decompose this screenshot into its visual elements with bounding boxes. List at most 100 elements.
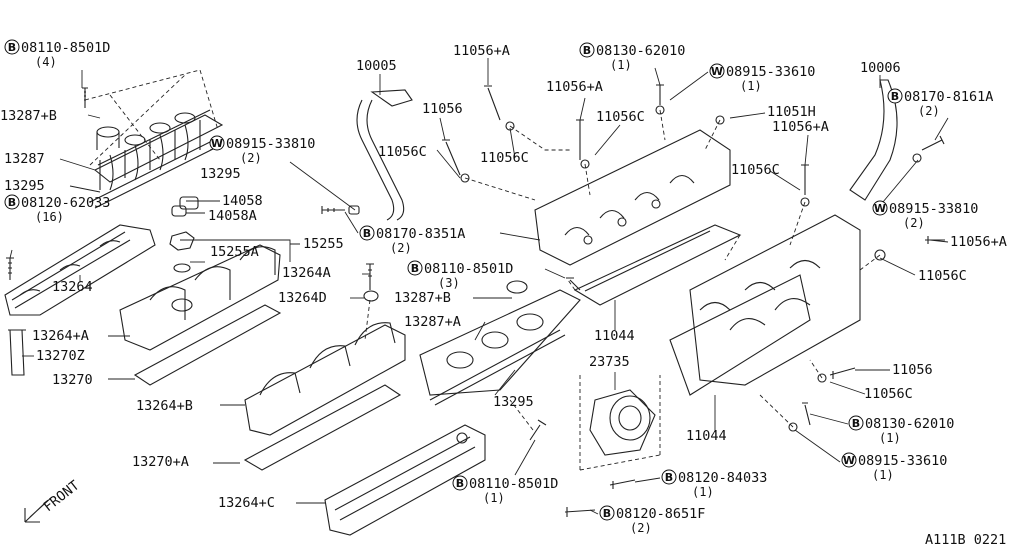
callout-l39: 11044 bbox=[594, 328, 635, 344]
diagram-code: A111B 0221 bbox=[925, 532, 1006, 548]
marker-letter: B bbox=[891, 90, 899, 103]
quantity: (1) bbox=[872, 468, 894, 482]
callout-l50: 11044 bbox=[686, 428, 727, 444]
part-number: 08915-33610 bbox=[858, 453, 947, 469]
part-number: 10006 bbox=[860, 60, 901, 76]
callout-l23: 11056 bbox=[422, 101, 463, 117]
part-number: 13287 bbox=[4, 151, 45, 167]
callout-l38: 11056C bbox=[731, 162, 780, 178]
quantity: (16) bbox=[35, 210, 64, 224]
part-number: 08915-33810 bbox=[889, 201, 978, 217]
callout-l12: 13264 bbox=[52, 279, 93, 295]
callout-l4: 13295 bbox=[4, 178, 45, 194]
callout-l18: 13264+B bbox=[136, 398, 193, 414]
part-number: 11056C bbox=[378, 144, 427, 160]
marker-letter: B bbox=[456, 477, 464, 490]
callout-l29: 13287+A bbox=[404, 314, 461, 330]
valve-cover-13264c bbox=[324, 424, 486, 536]
part-number: 13295 bbox=[200, 166, 241, 182]
bolt-marker-icon bbox=[407, 260, 423, 276]
callout-l42: B 08120-8651F(2) bbox=[599, 505, 705, 535]
marker-letter: W bbox=[843, 454, 855, 467]
marker-letter: B bbox=[852, 417, 860, 430]
marker-letter: B bbox=[411, 262, 419, 275]
intake-manifold-center bbox=[419, 280, 581, 406]
callout-l16: 13264A bbox=[282, 265, 331, 281]
part-number: 13264+B bbox=[136, 398, 193, 414]
assembly-dashes bbox=[364, 109, 881, 431]
part-number: 08170-8351A bbox=[376, 226, 465, 242]
part-number: 08110-8501D bbox=[469, 476, 558, 492]
part-number: 13270+A bbox=[132, 454, 189, 470]
callout-l22: 11056+A bbox=[453, 43, 510, 59]
part-number: 08915-33810 bbox=[226, 136, 315, 152]
bolt-marker-icon bbox=[4, 194, 20, 210]
part-number: 11056C bbox=[731, 162, 780, 178]
filler-13270z bbox=[8, 329, 26, 376]
bolt-marker-icon bbox=[579, 42, 595, 58]
callout-l8: 14058 bbox=[222, 193, 263, 209]
quantity: (1) bbox=[483, 491, 505, 505]
washer-marker-icon bbox=[841, 452, 857, 468]
quantity: (3) bbox=[438, 276, 460, 290]
part-number: 15255A bbox=[210, 244, 259, 260]
quantity: (2) bbox=[240, 151, 262, 165]
part-number: 08120-84033 bbox=[678, 470, 767, 486]
callout-l7: 13295 bbox=[200, 166, 241, 182]
part-number: 13264A bbox=[282, 265, 331, 281]
part-number: 08120-62033 bbox=[21, 195, 110, 211]
part-number: 08915-33610 bbox=[726, 64, 815, 80]
marker-letter: B bbox=[603, 507, 611, 520]
quantity: (1) bbox=[879, 431, 901, 445]
rocker-cover-left bbox=[4, 224, 156, 316]
part-number: 13287+B bbox=[394, 290, 451, 306]
part-number: 14058 bbox=[222, 193, 263, 209]
bolt-marker-icon bbox=[4, 39, 20, 55]
part-drawings bbox=[4, 69, 945, 536]
quantity: (4) bbox=[35, 55, 57, 69]
part-number: 13264+A bbox=[32, 328, 89, 344]
callout-l48: 11056 bbox=[892, 362, 933, 378]
marker-letter: B bbox=[8, 196, 16, 209]
callout-l37: 11056+A bbox=[772, 119, 829, 135]
part-number: 13264 bbox=[52, 279, 93, 295]
part-number: 08120-8651F bbox=[616, 506, 705, 522]
callout-l31: B 08110-8501D(1) bbox=[452, 475, 558, 505]
callout-l40: 23735 bbox=[589, 354, 630, 370]
part-number: 13295 bbox=[493, 394, 534, 410]
quantity: (2) bbox=[630, 521, 652, 535]
part-number: 11051H bbox=[767, 104, 816, 120]
marker-letter: W bbox=[211, 137, 223, 150]
washer-marker-icon bbox=[209, 135, 225, 151]
callout-l9: 14058A bbox=[208, 208, 257, 224]
part-number: 13270 bbox=[52, 372, 93, 388]
marker-letter: W bbox=[874, 202, 886, 215]
valve-cover-center-left bbox=[119, 244, 281, 351]
part-number: 13264+C bbox=[218, 495, 275, 511]
part-number: 23735 bbox=[589, 354, 630, 370]
part-number: 08130-62010 bbox=[865, 416, 954, 432]
part-23735 bbox=[579, 375, 661, 471]
part-number: 11044 bbox=[686, 428, 727, 444]
callout-l33: 11056+A bbox=[546, 79, 603, 95]
gasket-left bbox=[89, 141, 216, 209]
part-number: 11056C bbox=[480, 150, 529, 166]
part-number: 13270Z bbox=[36, 348, 85, 364]
callout-l35: 11056C bbox=[596, 109, 645, 125]
marker-letter: B bbox=[583, 44, 591, 57]
callout-l28: 13287+B bbox=[394, 290, 451, 306]
bolt-marker-icon bbox=[848, 415, 864, 431]
quantity: (1) bbox=[740, 79, 762, 93]
part-number: 10005 bbox=[356, 58, 397, 74]
callout-l20: 13264+C bbox=[218, 495, 275, 511]
